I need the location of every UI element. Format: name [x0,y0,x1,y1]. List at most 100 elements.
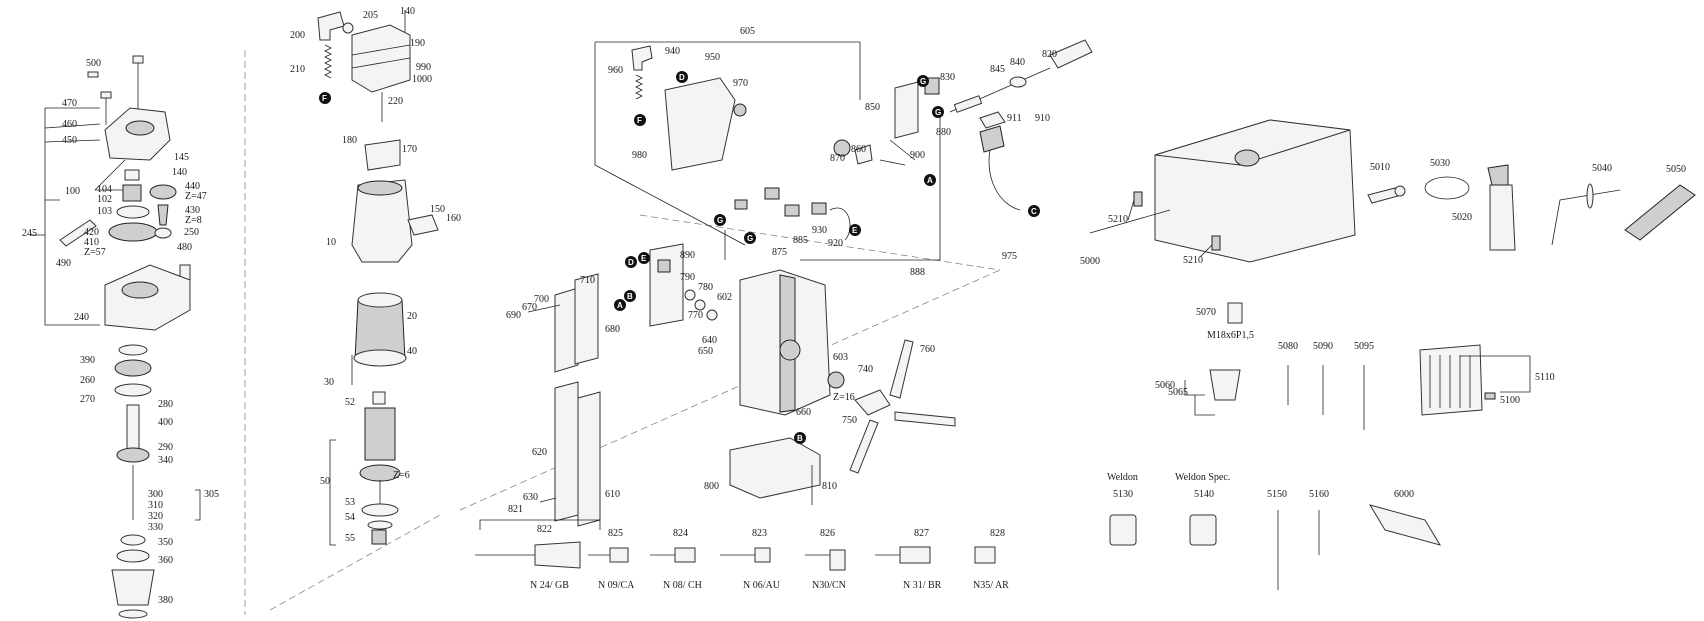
part-label: 990 [416,62,431,73]
part-label: 250 [184,227,199,238]
plug-caption: N35/ AR [973,580,1009,591]
part-label: 6000 [1394,489,1414,500]
part-label: 140 [172,167,187,178]
ring-part [116,549,150,563]
svg-text:E: E [852,226,858,235]
part-label: 605 [740,26,755,37]
circuit-board [649,243,684,327]
part-label: 800 [704,481,719,492]
grease-tube [1368,504,1442,546]
connector-part [811,202,827,215]
part-label: 450 [62,135,77,146]
part-label: 340 [158,455,173,466]
spray-hose [1424,176,1470,200]
spray-trigger [1487,164,1509,186]
guard-screw [1484,392,1496,400]
part-label: 5160 [1309,489,1329,500]
part-label: 810 [822,481,837,492]
part-label: Z=8 [185,215,202,226]
wire-part [879,139,916,166]
part-label: Z=47 [185,191,207,202]
stator-top [357,292,403,308]
part-label: 826 [820,528,835,539]
part-label: 845 [990,64,1005,75]
part-label: 260 [80,375,95,386]
callout-e: E [849,224,861,236]
part-label: 850 [865,102,880,113]
part-label: 890 [680,250,695,261]
housing-bore [121,281,159,299]
part-label: 760 [920,344,935,355]
wire-part [829,207,851,241]
plug-au [754,547,771,563]
housing-rim [357,180,403,196]
spring-part [324,44,332,79]
part-label: 603 [833,352,848,363]
part-label: 5080 [1278,341,1298,352]
part-label: 5050 [1666,164,1686,175]
part-label: 420 [84,227,99,238]
board-component [657,259,671,273]
part-label: Z=16 [833,392,855,403]
group-bracket [479,519,601,530]
svg-text:G: G [935,108,941,117]
part-label: 100 [65,186,80,197]
part-label: 280 [158,399,173,410]
accessories-group [1089,119,1696,590]
grommet-part [733,103,747,117]
part-label: 5070 [1196,307,1216,318]
part-label: 828 [990,528,1005,539]
part-label: 140 [400,6,415,17]
plug-caption: N30/CN [812,580,846,591]
drill-chuck [1209,369,1241,401]
frame-assembly [475,39,1093,571]
part-label: 102 [97,194,112,205]
arbor-part [1227,302,1243,324]
gear-part [122,184,142,202]
part-label: 5110 [1535,372,1555,383]
part-label: 5100 [1500,395,1520,406]
part-label: 430 [185,205,200,216]
part-label: 970 [733,78,748,89]
part-label: 360 [158,555,173,566]
spring-part [635,74,643,100]
callout-d: D [676,71,688,83]
part-label: 670 [522,302,537,313]
group-bracket [195,489,201,521]
part-label: 400 [158,417,173,428]
spray-bottle [1489,184,1516,251]
part-label: 150 [430,204,445,215]
part-label: 790 [680,272,695,283]
weldon-adapter [1109,514,1137,546]
plug-ch [674,547,696,563]
part-label: 460 [62,119,77,130]
plug-caption: N 06/AU [743,580,781,591]
part-label: 5150 [1267,489,1287,500]
part-label: 960 [608,65,623,76]
svg-text:C: C [1031,207,1037,216]
group-bracket [94,159,126,191]
slide-rail [577,391,601,527]
group-bracket [329,439,336,546]
part-label: 380 [158,595,173,606]
part-label: 5010 [1370,162,1390,173]
handle-arm [849,419,879,474]
wire-part [988,149,1021,211]
part-label: 620 [532,447,547,458]
part-label: 240 [74,312,89,323]
part-label: 920 [828,238,843,249]
slide-rail [554,287,579,373]
part-label: 840 [1010,57,1025,68]
callout-g: G [714,214,726,226]
o-ring-part [342,22,354,34]
bearing-part [124,169,140,181]
gear-lever [59,219,97,247]
housing-boss [125,120,155,136]
cap-rib [351,57,411,69]
part-label: 911 [1007,113,1022,124]
part-label: 630 [523,492,538,503]
callout-b: B [794,432,806,444]
bearing-part [114,359,152,377]
part-label: 5060 [1155,380,1175,391]
gearbox-assembly [30,55,201,619]
